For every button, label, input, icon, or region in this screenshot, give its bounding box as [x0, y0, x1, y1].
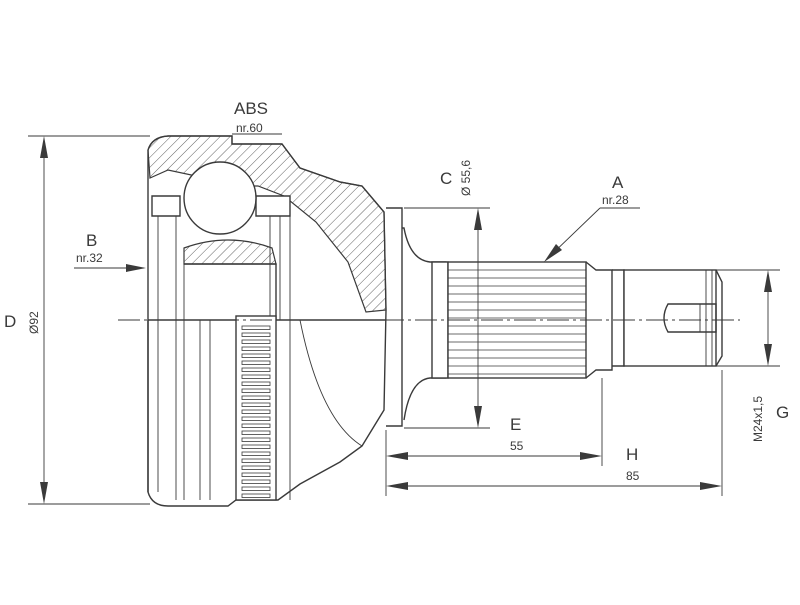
abs-tooth — [241, 402, 271, 407]
abs-tooth — [241, 444, 271, 449]
abs-tooth — [241, 381, 271, 386]
callout-abs: ABS nr.60 — [232, 99, 282, 135]
dimension-d: D Ø92 — [4, 135, 150, 505]
abs-tooth — [241, 346, 271, 351]
abs-tooth — [241, 409, 271, 414]
abs-tooth — [241, 451, 271, 456]
thread-section — [623, 269, 717, 367]
ball — [183, 161, 257, 235]
abs-tooth — [241, 367, 271, 372]
abs-tooth — [241, 437, 271, 442]
callout-a: A nr.28 — [544, 173, 640, 262]
abs-ring — [235, 315, 277, 501]
label-e-letter: E — [510, 415, 521, 434]
abs-tooth — [241, 388, 271, 393]
stub-shaft — [386, 207, 723, 427]
abs-tooth — [241, 493, 271, 498]
abs-tooth — [241, 360, 271, 365]
abs-tooth — [241, 416, 271, 421]
label-h-value: 85 — [626, 469, 640, 483]
abs-tooth — [241, 395, 271, 400]
label-abs-letter: ABS — [234, 99, 268, 118]
abs-tooth — [241, 325, 271, 330]
abs-tooth — [241, 353, 271, 358]
label-g-letter: G — [776, 403, 789, 422]
label-d-value: Ø92 — [27, 311, 41, 334]
abs-tooth — [241, 430, 271, 435]
abs-tooth — [241, 374, 271, 379]
label-b-note: nr.32 — [76, 251, 103, 265]
label-g-value: M24x1,5 — [751, 396, 765, 442]
label-e-value: 55 — [510, 439, 524, 453]
dimension-g: G M24x1,5 — [716, 269, 789, 442]
label-b-letter: B — [86, 231, 97, 250]
label-a-note: nr.28 — [602, 193, 629, 207]
dimension-h: H 85 — [385, 370, 723, 496]
abs-tooth — [241, 332, 271, 337]
abs-tooth — [241, 458, 271, 463]
abs-tooth — [241, 465, 271, 470]
label-abs-note: nr.60 — [236, 121, 263, 135]
dimension-e: E 55 — [385, 378, 603, 466]
abs-tooth — [241, 423, 271, 428]
callout-b: B nr.32 — [74, 231, 146, 272]
abs-tooth — [241, 472, 271, 477]
pin-slot — [663, 303, 717, 333]
label-h-letter: H — [626, 445, 638, 464]
abs-tooth — [241, 486, 271, 491]
label-c-letter: C — [440, 169, 452, 188]
label-c-value: Ø 55,6 — [459, 160, 473, 196]
dimension-c: C Ø 55,6 — [404, 160, 490, 429]
abs-tooth — [241, 339, 271, 344]
abs-tooth — [241, 479, 271, 484]
label-a-letter: A — [612, 173, 624, 192]
label-d-letter: D — [4, 312, 16, 331]
